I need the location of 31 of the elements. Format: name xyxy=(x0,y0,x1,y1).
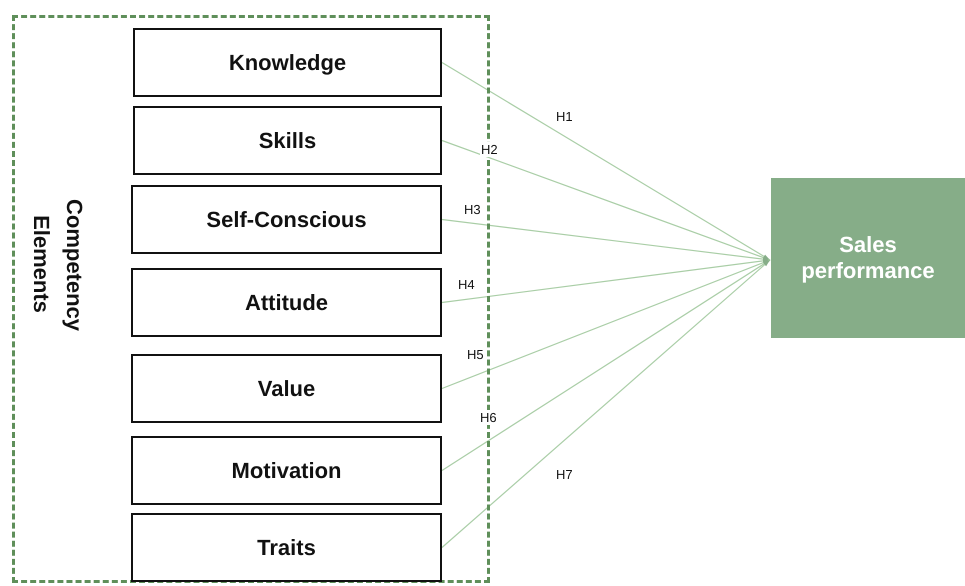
element-box xyxy=(131,268,442,337)
edge-label: H6 xyxy=(479,410,498,425)
arrow xyxy=(442,258,770,304)
arrow xyxy=(442,140,770,261)
arrow xyxy=(442,62,770,261)
box-label: Sales performance xyxy=(800,232,936,284)
outcome-box xyxy=(771,178,965,338)
arrow xyxy=(442,260,770,548)
box-label: Motivation xyxy=(232,458,342,484)
box-label: Value xyxy=(258,376,316,402)
edge-label: H2 xyxy=(480,142,499,157)
group-title: Competency Elements xyxy=(28,199,88,329)
element-box xyxy=(131,436,442,505)
edge-label: H4 xyxy=(457,277,476,292)
box-label: Traits xyxy=(257,534,316,560)
box-label: Self-Conscious xyxy=(206,206,367,232)
element-box xyxy=(133,28,442,97)
arrow xyxy=(442,260,770,471)
element-box xyxy=(131,354,442,423)
arrow xyxy=(442,259,770,390)
box-label: Knowledge xyxy=(228,50,346,76)
edge-label: H3 xyxy=(463,202,482,217)
arrow xyxy=(442,218,770,262)
element-box xyxy=(131,185,442,254)
edge-label: H5 xyxy=(466,347,485,362)
element-box xyxy=(131,513,442,582)
box-label: Skills xyxy=(258,128,316,154)
edge-label: H1 xyxy=(555,109,574,124)
element-box xyxy=(133,106,442,175)
edge-label: H7 xyxy=(555,467,574,482)
box-label: Attitude xyxy=(244,290,328,316)
